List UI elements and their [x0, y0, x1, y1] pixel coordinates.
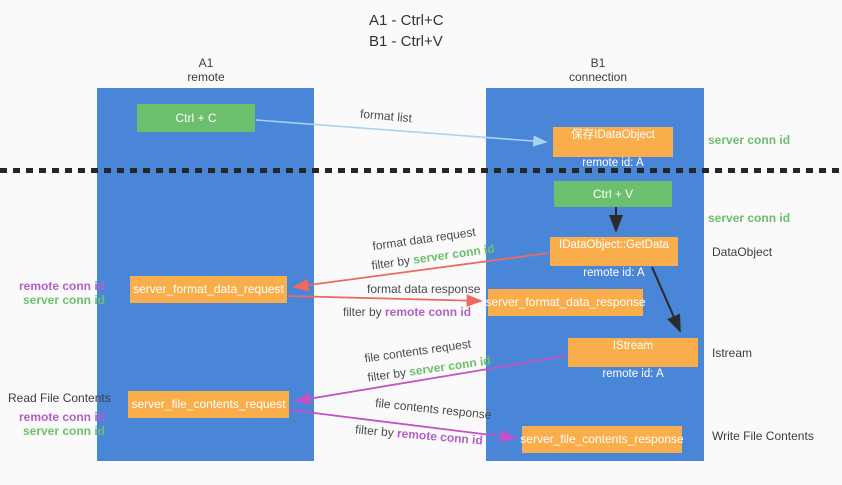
arrow-format-data-response: [287, 294, 483, 307]
remote-conn-id-left-lower: remote conn id: [18, 410, 105, 424]
server-conn-id-left-lower: server conn id: [22, 424, 105, 438]
filter-by-remote-conn-id-2: filter by remote conn id: [355, 422, 484, 447]
server-file-contents-request-label: server_file_contents_request: [131, 397, 286, 411]
server-format-data-response-label: server_format_data_response: [485, 295, 646, 309]
server-file-contents-response-label: server_file_contents_response: [520, 432, 684, 446]
format-list-label: format list: [359, 106, 413, 126]
getdata-line1: IDataObject::GetData: [559, 238, 669, 251]
dotted-divider: [0, 168, 842, 173]
remote-conn-id-text: remote conn id: [396, 426, 484, 448]
filter-by-text: filter by: [343, 305, 386, 319]
save-idataobject-box: 保存IDataObject remote id: A: [553, 127, 673, 169]
remote-conn-id-text: remote conn id: [385, 305, 472, 319]
lane-header-a1: A1 remote: [146, 56, 266, 84]
lane-b1-title: B1: [590, 56, 606, 70]
ctrl-v-label: Ctrl + V: [592, 186, 634, 201]
save-idataobject-line1: 保存IDataObject: [571, 129, 655, 141]
getdata-line2: remote id: A: [583, 266, 645, 279]
server-format-data-response-box: server_format_data_response: [485, 289, 646, 316]
ctrl-c-box: Ctrl + C: [137, 104, 255, 132]
filter-by-remote-conn-id-1: filter by remote conn id: [343, 305, 471, 319]
write-file-contents-label: Write File Contents: [712, 429, 814, 443]
filter-by-text: filter by: [354, 422, 398, 441]
server-file-contents-request-box: server_file_contents_request: [128, 391, 289, 418]
filter-by-text: filter by: [366, 364, 411, 385]
ctrl-v-box: Ctrl + V: [554, 181, 672, 207]
format-data-response-label: format data response: [367, 282, 481, 296]
left-conn-ids-upper: remote conn id server conn id: [5, 279, 105, 307]
remote-conn-id-left-upper: remote conn id: [18, 279, 105, 293]
read-file-contents-label: Read File Contents: [8, 391, 111, 405]
idataobject-getdata-box: IDataObject::GetData remote id: A: [550, 237, 678, 279]
filter-by-text: filter by: [370, 252, 415, 273]
istream-box: IStream remote id: A: [568, 338, 698, 380]
istream-side-label: Istream: [712, 346, 753, 360]
istream-line2: remote id: A: [602, 367, 664, 380]
lane-a1-title: A1: [198, 56, 214, 70]
title-line-1: A1 - Ctrl+C: [369, 12, 444, 29]
server-conn-id-top-label: server conn id: [708, 133, 791, 147]
server-format-data-request-label: server_format_data_request: [133, 282, 284, 296]
server-conn-id-mid-label: server conn id: [708, 211, 791, 225]
dataobject-label: DataObject: [712, 245, 773, 259]
server-conn-id-left-upper: server conn id: [22, 293, 105, 307]
file-contents-response-label: file contents response: [374, 395, 493, 423]
istream-line1: IStream: [612, 339, 654, 352]
lane-b1-subtitle: connection: [568, 70, 628, 84]
server-file-contents-response-box: server_file_contents_response: [520, 426, 684, 453]
lane-a1-subtitle: remote: [187, 70, 225, 84]
ctrl-c-label: Ctrl + C: [175, 110, 217, 125]
server-format-data-request-box: server_format_data_request: [130, 276, 287, 303]
lane-header-b1: B1 connection: [538, 56, 658, 84]
left-conn-ids-lower: remote conn id server conn id: [5, 410, 105, 438]
save-idataobject-line2: remote id: A: [582, 157, 644, 169]
diagram-title: A1 - Ctrl+C B1 - Ctrl+V: [369, 10, 444, 52]
title-line-2: B1 - Ctrl+V: [369, 33, 443, 50]
